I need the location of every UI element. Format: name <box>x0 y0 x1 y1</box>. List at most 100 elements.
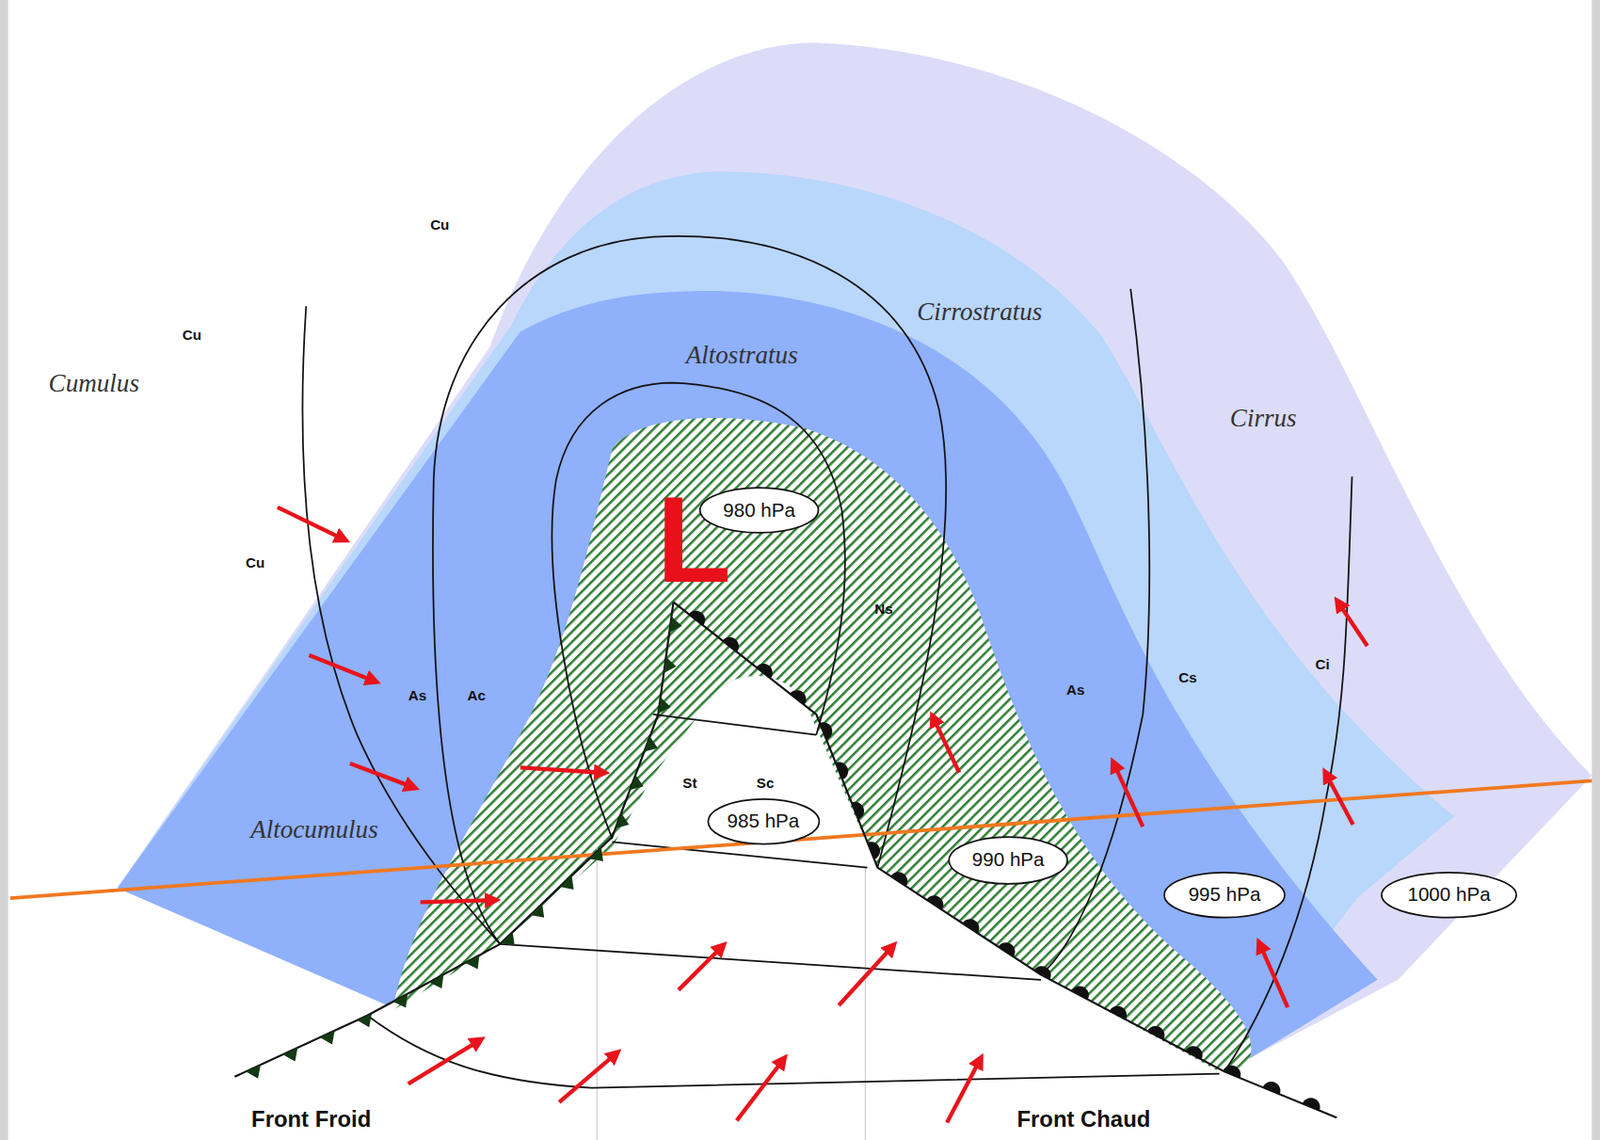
wind-arrow <box>350 763 413 787</box>
wind-arrow <box>838 946 892 1006</box>
warm-front-symbol <box>819 721 832 740</box>
isobar <box>302 305 500 944</box>
isobar <box>1224 476 1353 1072</box>
cold-front-symbol <box>393 993 408 1008</box>
cold-front-symbol <box>500 931 515 946</box>
cold-front-symbol <box>356 1013 372 1028</box>
warm-front-symbol <box>926 895 944 910</box>
wind-arrow <box>559 1054 616 1103</box>
cloud-code: Ci <box>1315 656 1330 672</box>
wind-arrow <box>678 946 722 991</box>
isobar <box>432 236 946 944</box>
pressure-oval: 995 hPa <box>1163 871 1286 919</box>
cold-front-symbol <box>629 774 643 790</box>
oval-shape <box>1164 872 1285 918</box>
wind-arrow <box>408 1040 480 1085</box>
cold-front-symbol <box>669 616 682 633</box>
warm-front-symbol <box>1033 965 1051 979</box>
cloud-code: As <box>408 687 427 704</box>
cold-front-symbol <box>283 1047 299 1062</box>
cold-front-symbol <box>560 875 575 890</box>
warm-front-symbol <box>867 841 880 860</box>
wind-arrow <box>1114 764 1143 827</box>
cold-front-symbol <box>643 736 657 752</box>
wind-arrow <box>1260 944 1288 1008</box>
cloud-code: Ns <box>874 599 893 616</box>
frame-edge <box>0 0 9 1140</box>
wind-arrow <box>520 767 603 772</box>
cold-front-symbol <box>429 974 444 989</box>
front-name: Front Froid <box>251 1105 371 1133</box>
warm-front <box>673 602 1338 1119</box>
warm-front-symbol <box>722 637 739 653</box>
cold-front <box>234 602 673 1077</box>
pressure-oval: 985 hPa <box>706 798 820 846</box>
cold-front-symbol <box>615 813 629 829</box>
cold-front-symbol <box>245 1064 261 1079</box>
pressure-oval: 980 hPa <box>699 486 820 534</box>
section-line <box>612 841 868 867</box>
cloud-code: As <box>1066 681 1085 698</box>
cloud-name: Altocumulus <box>250 815 379 844</box>
section-line <box>499 944 1041 980</box>
wind-arrow <box>933 718 960 772</box>
cloud-name: Cirrostratus <box>916 298 1042 327</box>
wind-arrow <box>736 1059 784 1120</box>
warm-front-symbol <box>688 610 705 626</box>
cloud-code: Cu <box>245 554 265 571</box>
pressure-value: 995 hPa <box>1188 883 1262 907</box>
cold-front-symbol <box>663 656 676 673</box>
warm-front-symbol <box>851 801 864 820</box>
cold-front-symbol <box>464 955 480 970</box>
warm-front-symbol <box>1223 1065 1242 1078</box>
pressure-value: 1000 hPa <box>1407 883 1490 907</box>
oval-shape <box>707 799 819 845</box>
pressure-oval: 1000 hPa <box>1380 871 1518 919</box>
cloud-name: Cumulus <box>48 368 140 398</box>
oval-shape <box>700 487 819 533</box>
cloud-code: St <box>682 774 697 791</box>
frame-edge <box>1591 0 1600 1140</box>
section-line <box>653 714 816 736</box>
section-line <box>367 1015 1219 1088</box>
warm-front-symbol <box>1071 985 1088 999</box>
wind-arrow <box>1338 603 1367 647</box>
cold-front-symbol <box>657 697 671 714</box>
wind-arrow <box>277 507 343 540</box>
pressure-value: 985 hPa <box>727 810 800 833</box>
cloud-code: Cu <box>182 326 202 343</box>
cloud-code: Cs <box>1178 669 1197 686</box>
precipitation-area <box>392 417 1251 1072</box>
pressure-value: 980 hPa <box>722 498 796 522</box>
cloud-name: Altostratus <box>686 340 799 369</box>
cloud-code: Sc <box>756 774 775 791</box>
front-name: Front Chaud <box>1017 1105 1152 1133</box>
wind-arrow <box>1326 774 1353 825</box>
cross-section-line <box>10 780 1592 898</box>
cloud-code: Ac <box>467 687 486 704</box>
wind-arrow <box>420 899 494 902</box>
warm-front-symbol <box>835 762 848 781</box>
warm-front-symbol <box>961 918 979 933</box>
warm-front-symbol <box>998 942 1016 957</box>
warm-front-symbol <box>1263 1081 1281 1094</box>
warm-front-symbol <box>1147 1025 1165 1040</box>
wind-arrow <box>946 1059 980 1122</box>
warm-front-symbol <box>1302 1097 1321 1110</box>
warm-front-symbol <box>1184 1045 1202 1059</box>
cloud-name: Cirrus <box>1230 403 1297 432</box>
warm-front-symbol <box>890 871 908 886</box>
section-guide <box>864 867 866 1140</box>
pressure-oval: 990 hPa <box>947 835 1069 885</box>
oval-shape <box>1381 872 1517 918</box>
warm-front-symbol <box>1109 1006 1127 1020</box>
cold-front-symbol <box>589 847 604 862</box>
wind-arrow <box>309 655 374 681</box>
front-group <box>234 602 1337 1119</box>
warm-front-symbol <box>789 689 806 705</box>
cold-front-symbol <box>530 903 545 918</box>
cold-front-symbol <box>320 1030 336 1045</box>
oval-shape <box>948 836 1068 884</box>
section-guide <box>596 847 598 1140</box>
